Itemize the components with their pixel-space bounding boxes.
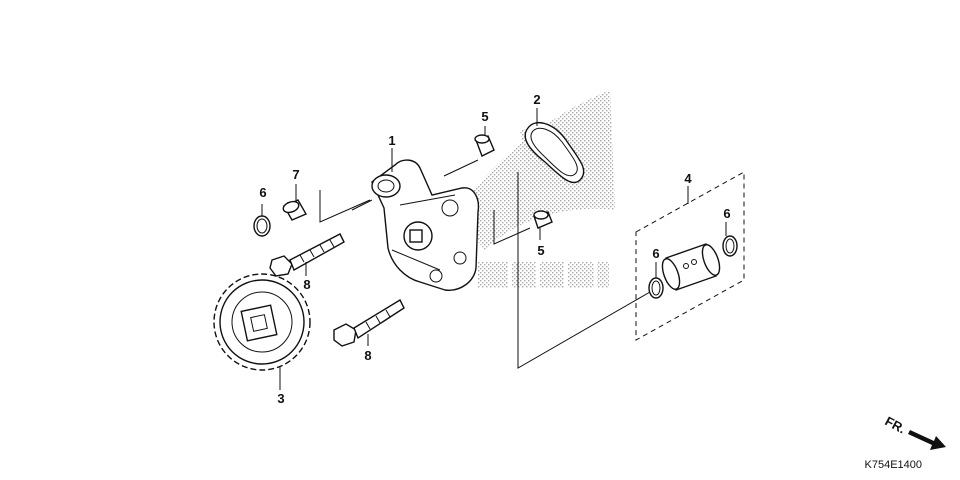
callout-4: 4	[684, 171, 692, 186]
flange-bolt-lower	[333, 299, 405, 347]
callout-8-upper: 8	[303, 277, 310, 292]
driven-gear-part	[213, 273, 311, 371]
callout-6-right: 6	[723, 206, 730, 221]
oil-pump-body	[371, 159, 480, 291]
o-ring-right	[722, 235, 738, 257]
o-ring-mid	[648, 277, 664, 299]
callout-7: 7	[292, 167, 299, 182]
dowel-pin-upper	[474, 134, 495, 157]
callout-6-left: 6	[259, 185, 266, 200]
watermark-letters	[478, 262, 609, 288]
collar-part	[282, 199, 307, 221]
diagram-code: K754E1400	[865, 459, 923, 471]
callout-3: 3	[277, 391, 284, 406]
front-arrow-icon	[908, 430, 946, 450]
o-ring-left	[253, 215, 271, 237]
callout-8-lower: 8	[364, 348, 371, 363]
joint-pipe-part	[661, 243, 721, 291]
dowel-pin-lower	[533, 210, 553, 229]
callout-6-mid: 6	[652, 246, 659, 261]
callout-5-upper: 5	[481, 109, 488, 124]
flange-bolt-upper	[269, 233, 345, 277]
gasket-part	[524, 121, 585, 184]
callout-1: 1	[388, 133, 395, 148]
front-direction-mark: FR.	[883, 413, 946, 450]
callout-5-lower: 5	[537, 243, 544, 258]
callout-2: 2	[533, 92, 540, 107]
front-direction-label: FR.	[883, 413, 909, 436]
assembly-group-frame	[635, 171, 745, 341]
watermark-wing-logo	[455, 90, 615, 288]
leader-lines	[261, 108, 727, 390]
